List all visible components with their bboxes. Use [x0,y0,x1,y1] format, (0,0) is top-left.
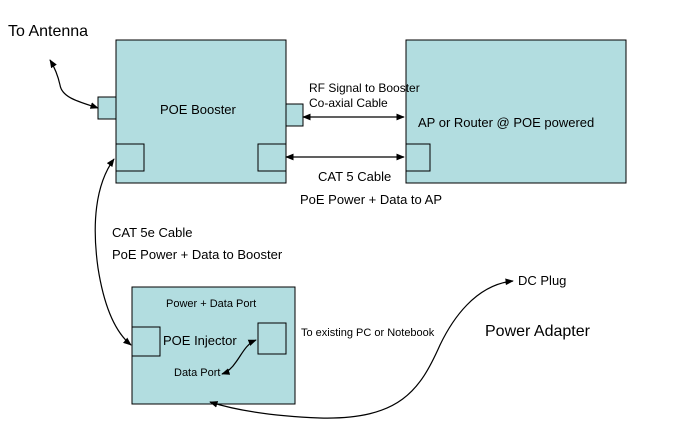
ap-router-box [405,39,627,184]
antenna-cable [49,59,99,109]
booster-antenna-port [97,96,117,120]
cat5e-cable-label: CAT 5e Cable [112,225,193,240]
injector-power-data-port [131,326,161,357]
dc-plug-label: DC Plug [518,273,567,288]
booster-out-port [257,143,287,172]
existing-pc-label: To existing PC or Notebook [301,327,435,339]
injector-data-port [257,322,287,355]
rf-signal-label: RF Signal to Booster [309,81,420,95]
ap-router-label: AP or Router @ POE powered [418,115,595,130]
cat5e-cable-arrow [94,158,132,346]
booster-coax-port [285,103,304,127]
power-adapter-label: Power Adapter [485,323,590,340]
poe-booster-label: POE Booster [160,102,236,117]
poe-injector-label: POE Injector [163,333,237,348]
cat5-cable-label: CAT 5 Cable [318,169,392,184]
coaxial-cable-label: Co-axial Cable [309,96,388,110]
booster-lan-port [115,143,145,172]
data-port-label: Data Port [174,367,221,379]
power-data-port-label: Power + Data Port [166,298,257,310]
antenna-label: To Antenna [8,23,89,40]
poe-to-booster-label: PoE Power + Data to Booster [112,247,283,262]
dc-power-cable-arrow [209,278,514,419]
poe-to-ap-label: PoE Power + Data to AP [300,192,442,207]
ap-lan-port [405,143,431,172]
